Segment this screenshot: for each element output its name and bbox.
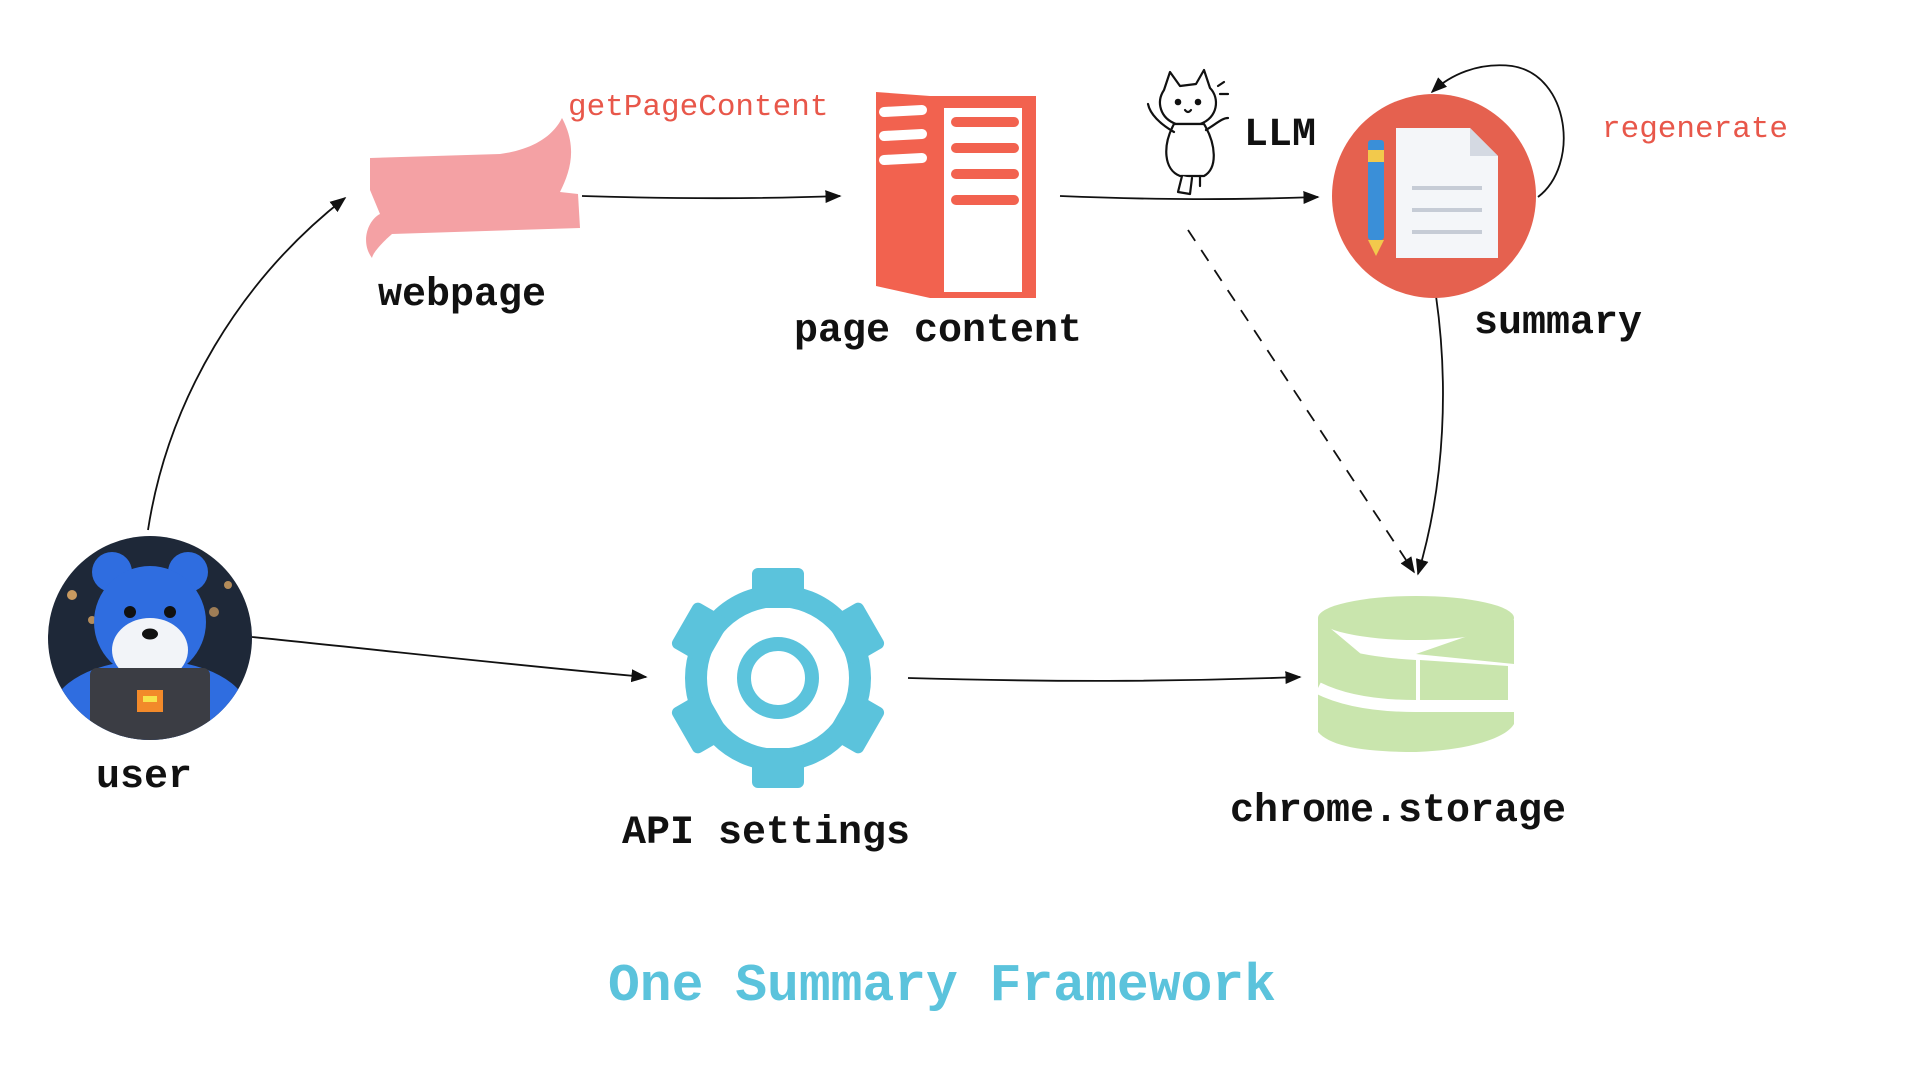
gear-icon — [671, 568, 885, 788]
user-avatar-bear-laptop-icon — [48, 536, 252, 740]
edge-page-content-to-chrome-storage-dashed — [1187, 229, 1415, 574]
llm-cat-doodle-icon — [1146, 68, 1230, 196]
edge-label-get-page-content: getPageContent — [568, 90, 829, 125]
edge-user-to-api-settings — [251, 636, 648, 683]
node-label-summary: summary — [1474, 301, 1643, 346]
edge-webpage-to-page-content — [581, 190, 842, 204]
node-label-webpage: webpage — [378, 273, 547, 318]
node-label-api-settings: API settings — [622, 811, 911, 856]
webpage-flag-icon — [366, 118, 580, 258]
diagram-title: One Summary Framework — [608, 956, 1276, 1016]
edge-summary-to-chrome-storage — [1415, 295, 1444, 576]
node-label-chrome-storage: chrome.storage — [1230, 789, 1567, 834]
edge-label-llm: LLM — [1244, 113, 1317, 158]
edge-api-settings-to-chrome-storage — [907, 671, 1302, 685]
open-book-icon — [876, 92, 1036, 298]
storage-cake-icon — [1315, 596, 1514, 752]
edge-page-content-to-summary — [1059, 191, 1320, 204]
edge-summary-regenerate-loop — [1430, 64, 1565, 198]
node-label-user: user — [96, 755, 193, 800]
document-pen-icon — [1332, 94, 1536, 298]
edge-label-regenerate: regenerate — [1602, 112, 1789, 147]
edge-user-to-webpage — [147, 197, 347, 531]
node-label-page-content: page content — [794, 309, 1083, 354]
